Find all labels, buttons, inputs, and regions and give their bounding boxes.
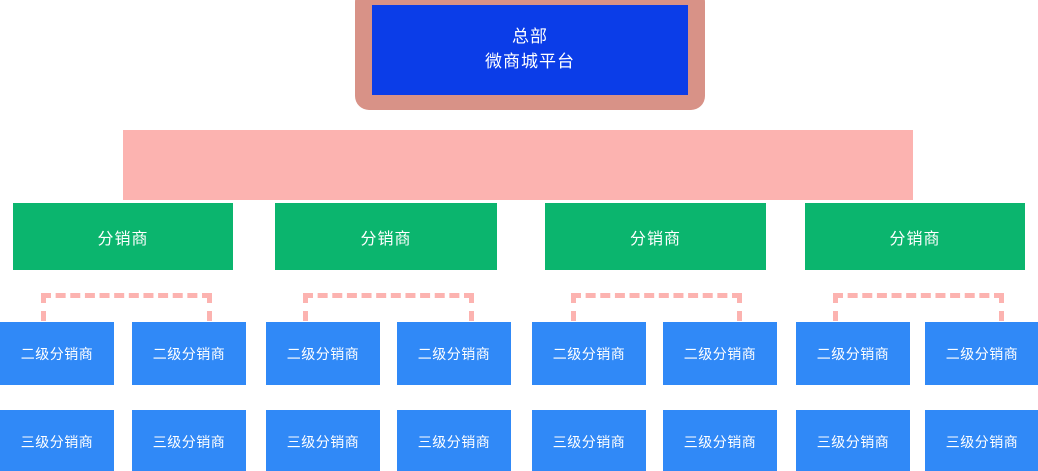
headquarters-title-line-2: 微商城平台 (485, 52, 575, 71)
level3-node-6-label: 三级分销商 (683, 433, 757, 450)
level3-node-1-label: 三级分销商 (20, 433, 94, 450)
level3-node-3[interactable]: 三级分销商 (266, 410, 380, 471)
level2-node-1[interactable]: 二级分销商 (0, 322, 114, 385)
level3-node-3-label: 三级分销商 (286, 433, 360, 450)
level3-node-5-label: 三级分销商 (552, 433, 626, 450)
level3-node-2[interactable]: 三级分销商 (132, 410, 246, 471)
level2-node-3[interactable]: 二级分销商 (266, 322, 380, 385)
distribution-bar (123, 130, 913, 200)
level2-node-5-label: 二级分销商 (552, 345, 626, 362)
level3-node-4[interactable]: 三级分销商 (397, 410, 511, 471)
level1-node-4-label: 分销商 (889, 230, 941, 248)
level1-node-2[interactable]: 分销商 (275, 203, 497, 270)
level2-node-4-label: 二级分销商 (417, 345, 491, 362)
level3-node-8[interactable]: 三级分销商 (925, 410, 1038, 471)
level2-node-6-label: 二级分销商 (683, 345, 757, 362)
level3-node-5[interactable]: 三级分销商 (532, 410, 646, 471)
level1-node-3-label: 分销商 (629, 230, 681, 248)
connector-bracket-3 (571, 293, 742, 321)
connector-bracket-4 (833, 293, 1004, 321)
level3-node-2-label: 三级分销商 (152, 433, 226, 450)
level2-node-5[interactable]: 二级分销商 (532, 322, 646, 385)
level2-node-7-label: 二级分销商 (816, 345, 890, 362)
level3-node-6[interactable]: 三级分销商 (663, 410, 777, 471)
headquarters-node[interactable]: 总部 微商城平台 (372, 5, 688, 95)
headquarters-title-line-1: 总部 (512, 27, 548, 47)
level2-node-8[interactable]: 二级分销商 (925, 322, 1038, 385)
level1-node-1-label: 分销商 (97, 230, 149, 248)
level3-node-7-label: 三级分销商 (816, 433, 890, 450)
level3-node-8-label: 三级分销商 (945, 433, 1019, 450)
level2-node-2[interactable]: 二级分销商 (132, 322, 246, 385)
level2-node-4[interactable]: 二级分销商 (397, 322, 511, 385)
connector-bracket-2 (303, 293, 474, 321)
level1-node-1[interactable]: 分销商 (13, 203, 233, 270)
level2-node-1-label: 二级分销商 (20, 345, 94, 362)
level2-node-6[interactable]: 二级分销商 (663, 322, 777, 385)
level1-node-4[interactable]: 分销商 (805, 203, 1025, 270)
level1-node-2-label: 分销商 (360, 230, 412, 248)
level3-node-7[interactable]: 三级分销商 (796, 410, 910, 471)
level1-node-3[interactable]: 分销商 (545, 203, 766, 270)
level3-node-1[interactable]: 三级分销商 (0, 410, 114, 471)
level2-node-2-label: 二级分销商 (152, 345, 226, 362)
level3-node-4-label: 三级分销商 (417, 433, 491, 450)
level2-node-8-label: 二级分销商 (945, 345, 1019, 362)
level2-node-3-label: 二级分销商 (286, 345, 360, 362)
connector-bracket-1 (41, 293, 212, 321)
level2-node-7[interactable]: 二级分销商 (796, 322, 910, 385)
